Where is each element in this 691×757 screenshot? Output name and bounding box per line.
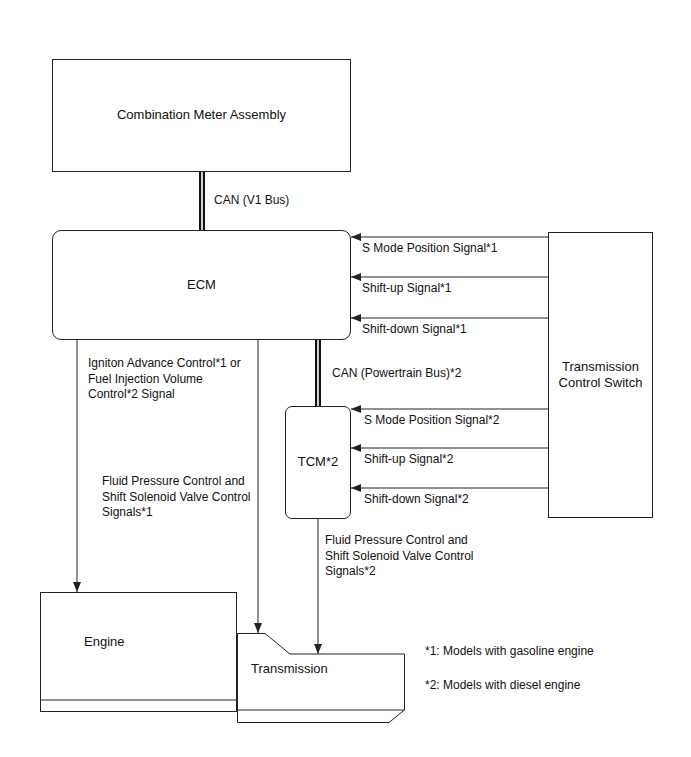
signal-line bbox=[258, 340, 259, 633]
signal-label: Igniton Advance Control*1 or Fuel Inject… bbox=[86, 356, 255, 403]
transmission-outline: Transmission bbox=[237, 633, 405, 723]
signal-line bbox=[351, 237, 548, 238]
signal-line bbox=[351, 318, 548, 319]
signal-line bbox=[351, 237, 548, 238]
bus-line bbox=[318, 340, 319, 406]
switch-box: Transmission Control Switch bbox=[548, 232, 653, 518]
signal-line bbox=[77, 340, 78, 592]
signal-line bbox=[351, 488, 548, 489]
signal-line bbox=[351, 488, 548, 489]
node-label: Transmission Control Switch bbox=[549, 355, 652, 396]
signal-label: Shift-down Signal*1 bbox=[360, 322, 469, 338]
signal-line bbox=[351, 318, 548, 319]
signal-line bbox=[351, 448, 548, 449]
signal-line bbox=[258, 340, 259, 633]
signal-line bbox=[351, 409, 548, 410]
signal-line bbox=[318, 519, 319, 654]
signal-label: Fluid Pressure Control and Shift Solenoi… bbox=[100, 474, 254, 521]
control-unit-box: ECM bbox=[52, 230, 351, 340]
node-label: Engine bbox=[78, 630, 130, 654]
transmission-outline bbox=[237, 633, 405, 723]
signal-line bbox=[351, 448, 548, 449]
signal-line bbox=[351, 409, 548, 410]
signal-line bbox=[77, 340, 78, 592]
bus-line-gap bbox=[201, 172, 203, 230]
node-label: ECM bbox=[181, 273, 222, 297]
signal-label: Shift-up Signal*1 bbox=[360, 281, 453, 297]
bus-line bbox=[199, 172, 205, 230]
engine-outline: Engine bbox=[40, 592, 237, 712]
node-label: TCM*2 bbox=[292, 450, 344, 474]
signal-label: Fluid Pressure Control and Shift Solenoi… bbox=[323, 533, 487, 580]
node-label: Transmission bbox=[245, 657, 334, 681]
signal-label: S Mode Position Signal*1 bbox=[360, 241, 499, 257]
signal-label: Shift-down Signal*2 bbox=[362, 492, 471, 508]
footnote: *1: Models with gasoline engine bbox=[423, 644, 596, 660]
signal-label: Shift-up Signal*2 bbox=[362, 452, 455, 468]
module-box: Combination Meter Assembly bbox=[52, 59, 351, 172]
engine-outline bbox=[40, 592, 237, 712]
bus-line-gap bbox=[317, 340, 319, 406]
signal-label: S Mode Position Signal*2 bbox=[362, 413, 501, 429]
node-label: Combination Meter Assembly bbox=[111, 103, 292, 127]
footnote: *2: Models with diesel engine bbox=[423, 678, 582, 694]
signal-line bbox=[318, 519, 319, 654]
control-unit-box: TCM*2 bbox=[285, 406, 351, 519]
bus-line bbox=[202, 172, 203, 230]
signal-label: CAN (V1 Bus) bbox=[212, 193, 291, 209]
bus-line bbox=[315, 340, 321, 406]
signal-label: CAN (Powertrain Bus)*2 bbox=[330, 366, 463, 382]
signal-line bbox=[351, 277, 548, 278]
signal-line bbox=[351, 277, 548, 278]
